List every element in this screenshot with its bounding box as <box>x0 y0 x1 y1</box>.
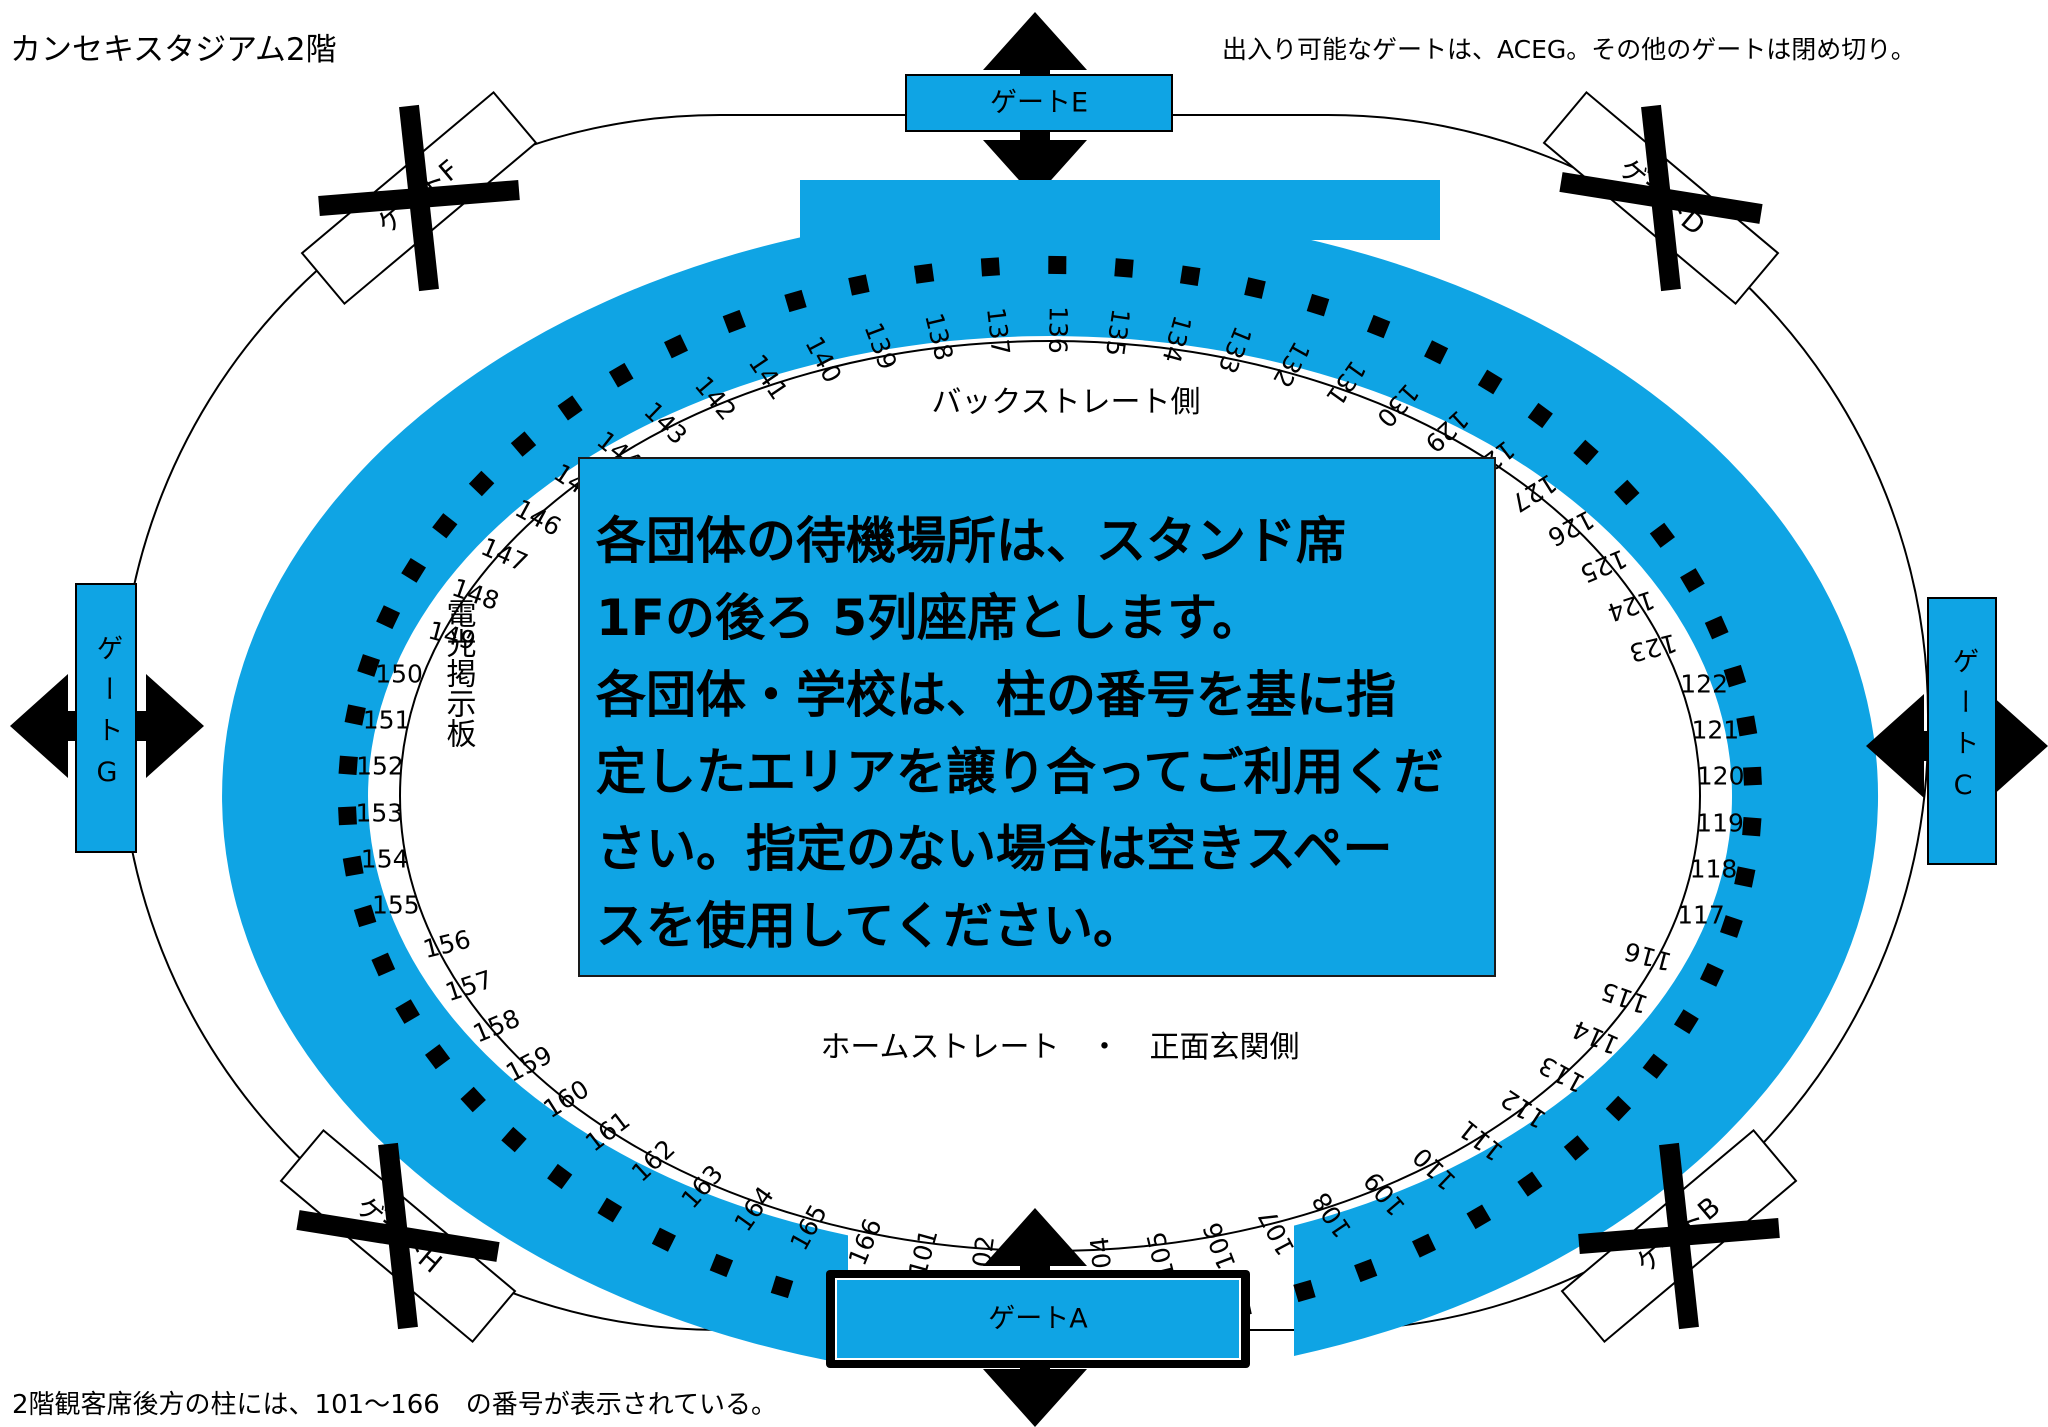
pillar-marker <box>848 274 870 296</box>
pillar-marker <box>376 605 401 630</box>
pillar-number: 154 <box>361 845 409 874</box>
pillar-marker <box>338 755 358 775</box>
home-straight-label: ホームストレート ・ 正面玄関側 <box>820 1030 1299 1065</box>
closed-x-mark <box>1641 104 1681 292</box>
back-straight-label: バックストレート側 <box>931 385 1200 420</box>
pillar-marker <box>401 558 426 583</box>
pillar-marker <box>353 904 377 928</box>
pillar-marker <box>1048 255 1067 275</box>
pillar-marker <box>1244 277 1266 299</box>
pillar-number: 137 <box>981 306 1015 357</box>
pillar-marker <box>1704 615 1729 640</box>
gate-a-label: ゲートA <box>988 1304 1088 1335</box>
pillar-marker <box>1424 340 1449 365</box>
closed-x-mark <box>1659 1142 1699 1330</box>
pillar-marker <box>784 289 807 313</box>
pillar-marker <box>1573 439 1599 466</box>
gate-h-closed: ゲートH <box>279 1128 517 1344</box>
pillar-number: 120 <box>1697 762 1745 791</box>
pillar-number: 119 <box>1696 808 1744 837</box>
closed-x-mark <box>399 104 439 292</box>
pillar-number: 136 <box>1043 306 1073 354</box>
gate-e-label: ゲートE <box>990 88 1088 119</box>
pillar-marker <box>1743 766 1762 786</box>
pillar-marker <box>432 513 458 539</box>
pillar-marker <box>1477 369 1503 395</box>
gate-c-label: ゲートC <box>1948 647 1979 815</box>
pillar-marker <box>1742 817 1762 837</box>
scoreboard-label: 電光掲示板 <box>441 598 477 748</box>
pillar-marker <box>1614 479 1640 506</box>
gate-d-closed: ゲートD <box>1542 90 1780 306</box>
pillar-marker <box>980 257 1000 277</box>
pillar-marker <box>770 1275 794 1299</box>
pillar-number: 151 <box>363 705 411 734</box>
pillar-marker <box>1674 1009 1699 1034</box>
gate-g[interactable] <box>75 583 137 853</box>
pillar-marker <box>1306 293 1330 317</box>
waiting-area-notice: 各団体の待機場所は、スタンド席 1Fの後ろ 5列座席とします。 各団体・学校は、… <box>578 457 1496 977</box>
pillar-marker <box>1293 1279 1316 1303</box>
pillar-marker <box>1412 1233 1436 1258</box>
pillar-marker <box>1605 1095 1632 1122</box>
pillar-marker <box>338 806 357 826</box>
pillar-marker <box>1680 568 1705 593</box>
page-title: カンセキスタジアム2階 <box>10 32 337 68</box>
pillar-marker <box>1563 1135 1590 1161</box>
closed-x-mark <box>378 1142 418 1330</box>
pillar-marker <box>1642 1053 1668 1079</box>
pillar-marker <box>1366 314 1391 339</box>
pillar-marker <box>651 1227 676 1252</box>
pillar-number: 150 <box>375 660 423 689</box>
pillar-number: 118 <box>1690 855 1738 884</box>
pillar-marker <box>425 1044 451 1070</box>
pillar-marker <box>664 334 688 359</box>
pillar-marker <box>1466 1204 1492 1230</box>
notice-text: 各団体の待機場所は、スタンド席 1Fの後ろ 5列座席とします。 各団体・学校は、… <box>596 512 1444 955</box>
gate-e[interactable] <box>905 74 1173 132</box>
pillar-marker <box>1114 258 1134 278</box>
pillar-marker <box>344 704 366 726</box>
pillar-number: 135 <box>1100 307 1135 358</box>
pillar-marker <box>1649 522 1675 548</box>
pillar-number: 153 <box>356 798 404 827</box>
pillar-marker <box>395 999 420 1024</box>
pillar-marker <box>1734 866 1756 888</box>
footer-note: 2階観客席後方の柱には、101～166 の番号が表示されている。 <box>12 1390 778 1420</box>
gate-group: ゲートEゲートAゲートGゲートCゲートFゲートDゲートHゲートB <box>10 12 2048 1427</box>
pillar-number: 121 <box>1691 715 1739 744</box>
pillar-marker <box>468 470 495 497</box>
pillar-marker <box>608 362 634 388</box>
pillar-marker <box>1699 962 1724 987</box>
gate-c[interactable] <box>1927 597 1997 865</box>
stand-top-edge <box>800 180 1440 240</box>
gate-note: 出入り可能なゲートは、ACEG。その他のゲートは閉め切り。 <box>1222 35 1916 64</box>
gate-f-closed: ゲートF <box>300 90 538 306</box>
pillar-marker <box>1354 1258 1378 1283</box>
pillar-marker <box>357 654 381 677</box>
pillar-number: 122 <box>1680 669 1728 698</box>
pillar-number: 152 <box>356 752 404 781</box>
gate-a-inner <box>835 1278 1241 1360</box>
pillar-marker <box>1723 664 1747 688</box>
pillar-marker <box>342 855 364 877</box>
pillar-marker <box>460 1086 486 1113</box>
pillar-marker <box>547 1163 573 1190</box>
pillar-marker <box>1517 1171 1543 1197</box>
pillar-marker <box>557 395 583 421</box>
pillar-marker <box>1719 915 1743 938</box>
pillar-number: 155 <box>372 891 420 920</box>
pillar-marker <box>913 263 935 284</box>
pillar-marker <box>1736 715 1758 737</box>
pillar-marker <box>501 1126 527 1153</box>
pillar-marker <box>371 952 396 977</box>
pillar-marker <box>722 309 746 334</box>
pillar-marker <box>709 1253 734 1278</box>
pillar-marker <box>1527 402 1553 429</box>
pillar-marker <box>1179 265 1201 286</box>
pillar-number: 117 <box>1677 900 1725 929</box>
gate-g-label: ゲートG <box>92 634 123 802</box>
pillar-marker <box>510 431 537 457</box>
pillar-marker <box>597 1197 623 1223</box>
